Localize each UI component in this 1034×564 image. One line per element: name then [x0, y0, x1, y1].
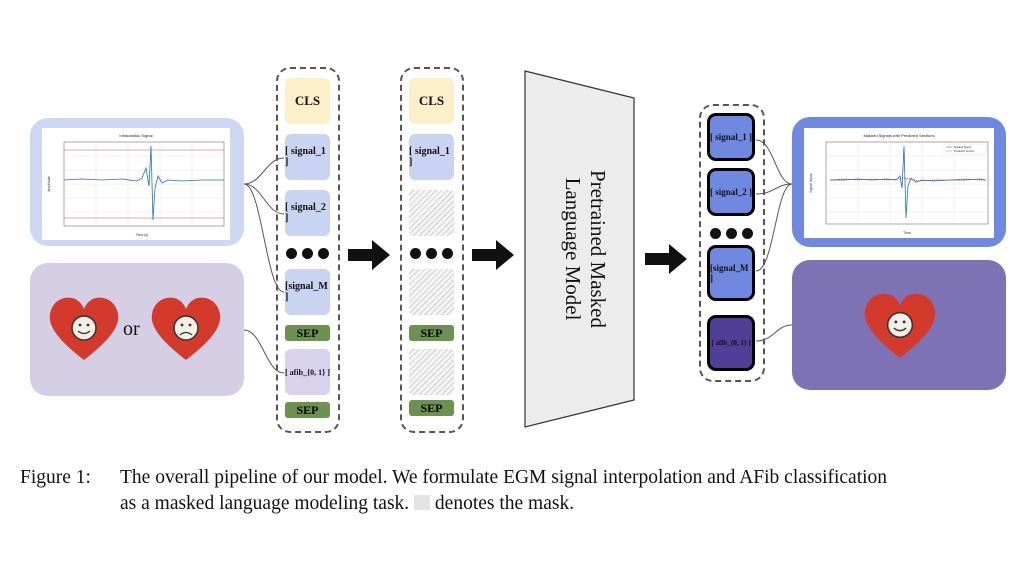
- input-signal-line: [63, 145, 224, 221]
- output-plot-legend-2: Predicted Section: [954, 149, 975, 153]
- output-plot-ylabel: Signal Value: [809, 173, 813, 192]
- ellipsis-dots-masked-col: [409, 248, 454, 259]
- sep-token-end: SEP: [285, 402, 330, 418]
- masked-token-column: [400, 67, 464, 433]
- afib-token: [ afib_{0, 1} ]: [285, 349, 330, 395]
- caption-line2a: as a masked language modeling task.: [120, 493, 410, 514]
- sep-token-masked-col: SEP: [409, 325, 454, 341]
- output-plot-xlabel: Time: [903, 231, 911, 235]
- mask-block: [409, 349, 454, 395]
- happy-heart-icon: [864, 293, 936, 358]
- output-predicted-line: [829, 177, 986, 182]
- signal-1-token: [ signal_1 ]: [285, 134, 330, 180]
- output-signal-chart: Masked Signals with Predicted Sections M…: [809, 133, 989, 235]
- sad-heart-icon: [151, 297, 221, 360]
- model-label-line1: Pretrained Masked: [586, 169, 610, 329]
- sep-token-masked-col-end: SEP: [409, 400, 454, 416]
- mask-block: [409, 190, 454, 236]
- or-text: or: [123, 318, 140, 340]
- input-signal-plot: Intracardiac Signal Time (s) Amplitude: [42, 128, 230, 240]
- mask-block: [409, 269, 454, 315]
- output-plot-title: Masked Signals with Predicted Sections: [864, 133, 935, 138]
- pretrained-model-block: [524, 70, 635, 428]
- cls-token: CLS: [285, 78, 330, 124]
- signal-m-token: [signal_M ]: [285, 269, 330, 315]
- mask-swatch: [414, 495, 431, 510]
- input-token-column: [276, 67, 340, 433]
- input-signal-chart: Intracardiac Signal Time (s) Amplitude: [47, 133, 225, 237]
- signal-2-token: [ signal_2 ]: [285, 190, 330, 236]
- model-label-line2: Language Model: [561, 177, 585, 321]
- output-plot-legend-1: Masked Signal: [954, 145, 971, 149]
- signal-1-token-masked-col: [ signal_1 ]: [409, 134, 454, 180]
- output-signal-1-token: [ signal_1 ]: [707, 113, 755, 161]
- caption-line2b: denotes the mask.: [434, 493, 575, 514]
- figure-caption: Figure 1: The overall pipeline of our mod…: [20, 465, 1020, 517]
- output-signal-line: [830, 145, 987, 219]
- output-ellipsis-dots: [707, 228, 755, 239]
- caption-line1: The overall pipeline of our model. We fo…: [120, 467, 888, 488]
- output-signal-2-token: [ signal_2 ]: [707, 168, 755, 216]
- caption-label: Figure 1:: [20, 467, 91, 488]
- output-signal-m-token: [signal_M ]: [707, 245, 755, 301]
- output-afib-token: [ afib_{0, 1} ]: [707, 315, 755, 371]
- cls-token-masked-col: CLS: [409, 78, 454, 124]
- ellipsis-dots: [285, 248, 330, 259]
- input-plot-xlabel: Time (s): [136, 233, 149, 237]
- arrow-right-icon: [348, 240, 390, 270]
- output-signal-plot: Masked Signals with Predicted Sections M…: [804, 128, 994, 238]
- model-label: Pretrained Masked Language Model: [550, 119, 610, 379]
- sep-token: SEP: [285, 325, 330, 341]
- input-plot-ylabel: Amplitude: [47, 176, 51, 192]
- arrow-right-icon: [472, 240, 514, 270]
- happy-heart-icon: [49, 297, 119, 360]
- output-token-column: [699, 104, 765, 382]
- input-plot-title: Intracardiac Signal: [119, 133, 152, 138]
- arrow-right-icon: [645, 244, 687, 274]
